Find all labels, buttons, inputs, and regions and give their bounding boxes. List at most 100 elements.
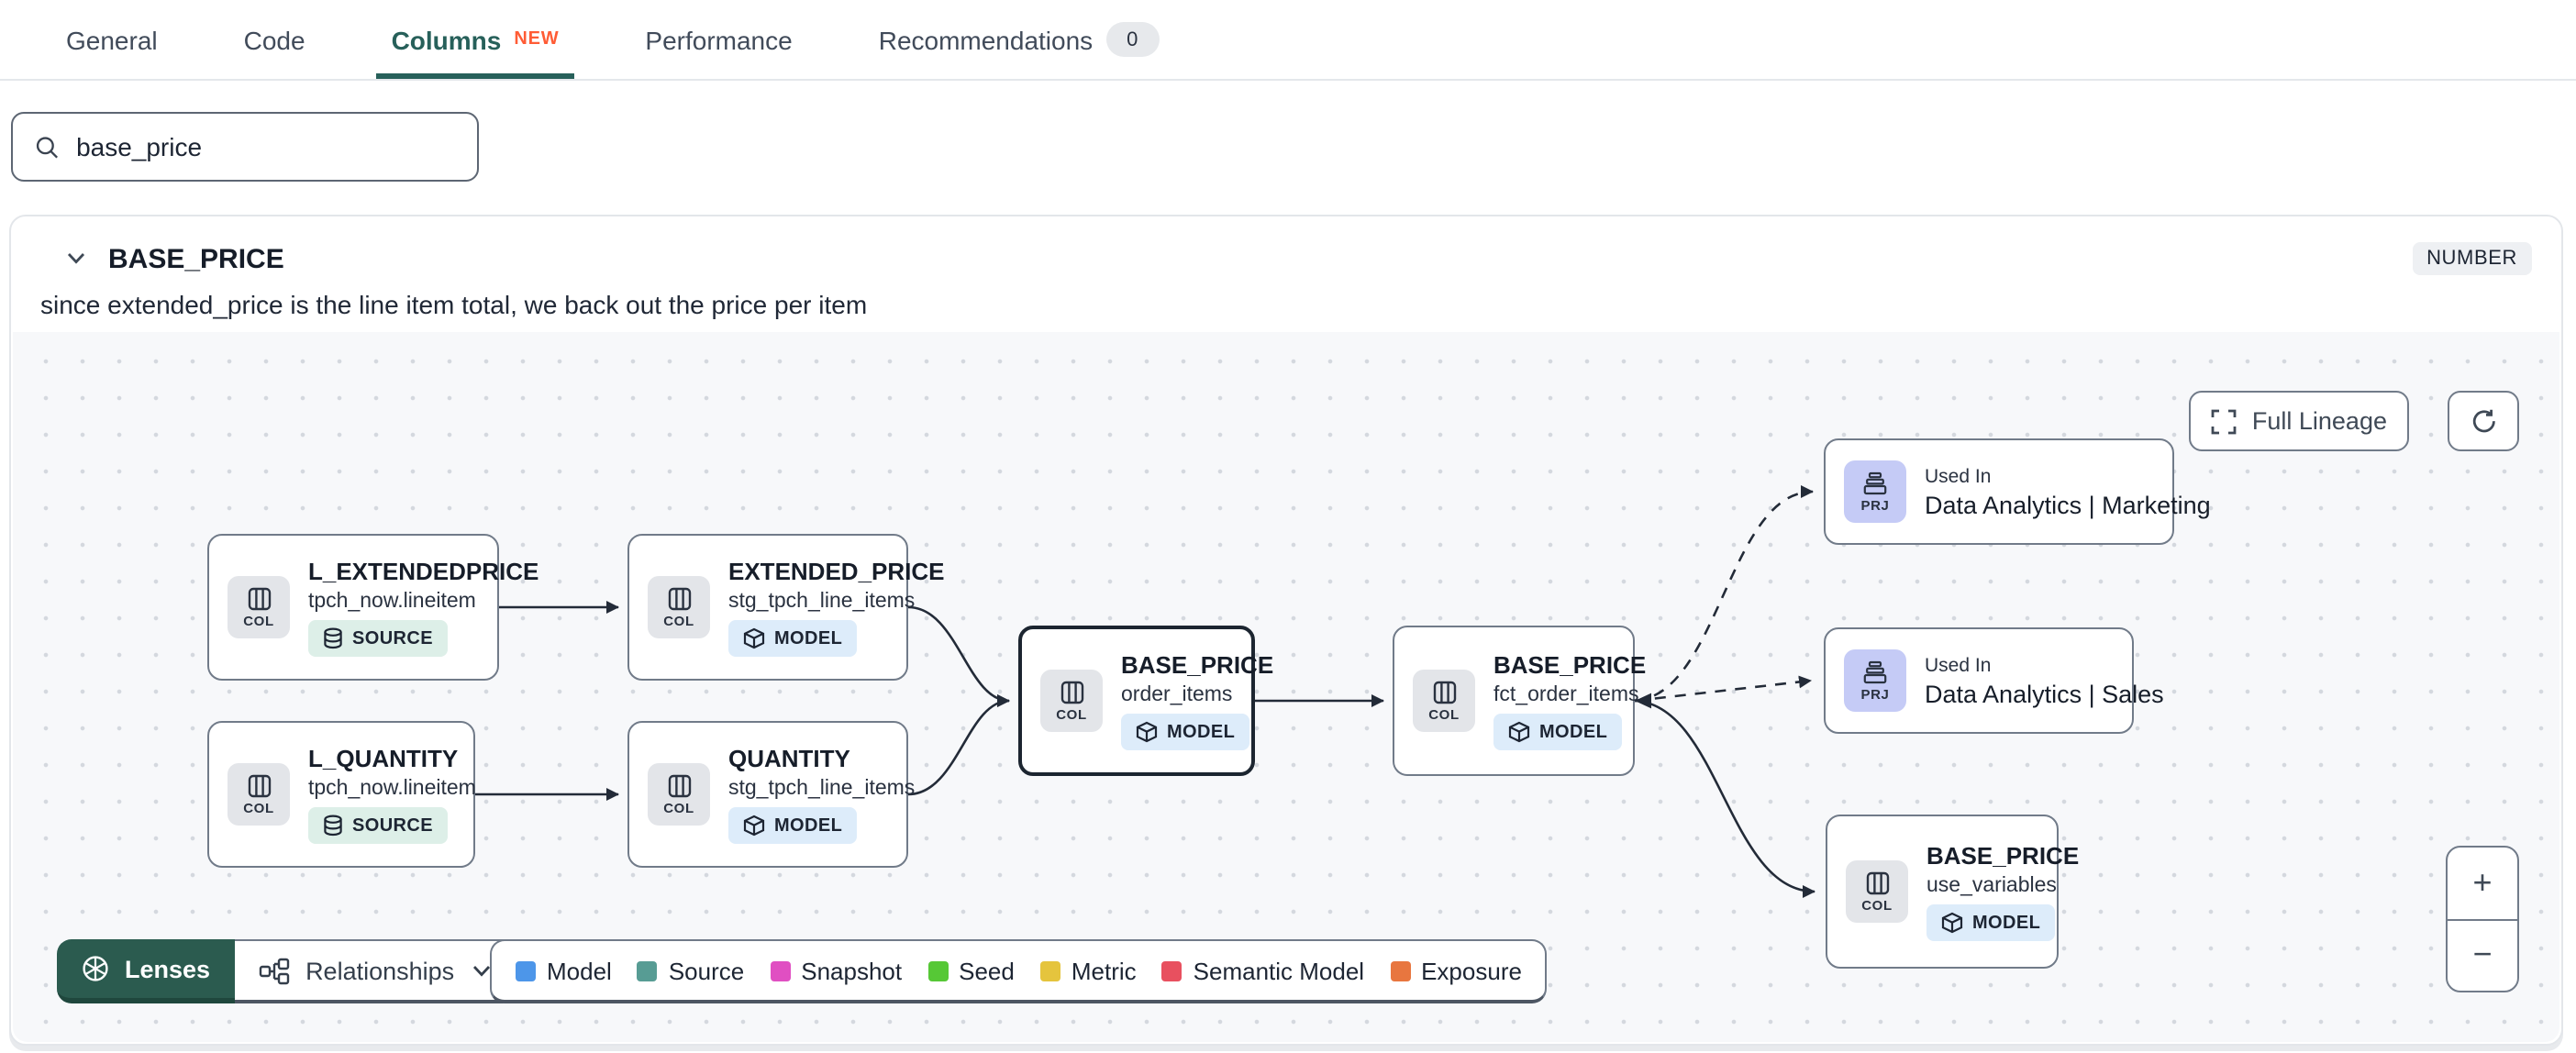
node-title: BASE_PRICE (1926, 842, 2080, 870)
columns-icon (667, 773, 691, 797)
model-badge: MODEL (728, 620, 858, 657)
relationships-label: Relationships (305, 957, 455, 984)
zoom-controls: + − (2446, 846, 2519, 992)
refresh-button[interactable] (2448, 391, 2519, 451)
tab-code[interactable]: Code (244, 0, 305, 79)
search-icon (36, 136, 59, 158)
column-kind-box: COL (1846, 860, 1908, 923)
kind-label: COL (663, 612, 694, 628)
model-badge: MODEL (728, 807, 858, 844)
aperture-icon (83, 956, 108, 981)
badge-label: SOURCE (352, 628, 433, 648)
refresh-icon (2471, 408, 2494, 432)
cube-icon (743, 815, 765, 837)
node-subtitle: tpch_now.lineitem (308, 778, 476, 800)
full-lineage-button[interactable]: Full Lineage (2189, 391, 2409, 451)
lineage-node-quantity[interactable]: COL QUANTITY stg_tpch_line_items MODEL (627, 721, 915, 868)
legend-label: Semantic Model (1193, 957, 1365, 984)
node-subtitle: order_items (1121, 684, 1233, 706)
node-title: EXTENDED_PRICE (728, 558, 945, 585)
node-title: L_EXTENDEDPRICE (308, 558, 539, 585)
node-title: Used In (1925, 654, 1992, 676)
lineage-node-base-price-use-variables[interactable]: COL BASE_PRICE use_variables MODEL (1826, 815, 2079, 969)
tab-recommendations[interactable]: Recommendations 0 (878, 0, 1160, 79)
expand-icon (2212, 408, 2237, 434)
tab-label: Performance (645, 25, 793, 54)
column-search[interactable] (11, 112, 479, 182)
lineage-legend: Model Source Snapshot Seed Metric (490, 939, 1548, 1003)
database-icon (324, 815, 342, 837)
relationships-dropdown[interactable]: Relationships (234, 939, 517, 1003)
model-badge: MODEL (1493, 714, 1623, 750)
archive-icon (1863, 471, 1887, 494)
legend-item-snapshot: Snapshot (770, 957, 902, 984)
tab-general[interactable]: General (66, 0, 158, 79)
tab-performance[interactable]: Performance (645, 0, 792, 79)
zoom-in-button[interactable]: + (2472, 863, 2493, 901)
tab-columns[interactable]: Columns NEW (376, 0, 575, 79)
columns-icon (667, 586, 691, 610)
column-kind-box: COL (648, 576, 710, 638)
kind-label: COL (1056, 705, 1087, 722)
column-kind-box: COL (1040, 670, 1103, 732)
column-type-badge: NUMBER (2412, 242, 2532, 275)
kind-label: PRJ (1860, 685, 1890, 702)
node-title: BASE_PRICE (1493, 651, 1647, 679)
legend-label: Exposure (1421, 957, 1522, 984)
node-subtitle: Data Analytics | Marketing (1925, 491, 2211, 518)
badge-label: MODEL (1972, 913, 2041, 933)
legend-swatch (770, 960, 791, 981)
lineage-canvas[interactable]: COL L_EXTENDEDPRICE tpch_now.lineitem SO… (13, 332, 2559, 1042)
search-input[interactable] (76, 132, 455, 161)
lineage-node-base-price-fct-order-items[interactable]: COL BASE_PRICE fct_order_items MODEL (1393, 626, 1646, 776)
lineage-node-used-in-sales[interactable]: PRJ Used In Data Analytics | Sales (1824, 627, 2164, 734)
legend-label: Snapshot (801, 957, 903, 984)
chevron-down-icon (472, 965, 490, 976)
chevron-down-icon[interactable] (66, 251, 86, 266)
legend-item-source: Source (637, 957, 745, 984)
legend-item-exposure: Exposure (1390, 957, 1522, 984)
tab-label: Columns (391, 25, 502, 54)
legend-item-model: Model (516, 957, 612, 984)
column-kind-box: COL (228, 576, 290, 638)
legend-item-semantic-model: Semantic Model (1161, 957, 1365, 984)
model-badge: MODEL (1121, 714, 1250, 750)
legend-label: Seed (959, 957, 1015, 984)
columns-icon (1432, 680, 1456, 704)
tab-label: Recommendations (878, 25, 1094, 54)
lineage-node-l-quantity[interactable]: COL L_QUANTITY tpch_now.lineitem SOURCE (207, 721, 476, 868)
kind-label: COL (243, 612, 274, 628)
lenses-button[interactable]: Lenses (57, 939, 235, 1003)
kind-label: COL (1861, 896, 1893, 913)
node-title: L_QUANTITY (308, 745, 459, 772)
legend-label: Source (668, 957, 745, 984)
lineage-node-used-in-marketing[interactable]: PRJ Used In Data Analytics | Marketing (1824, 438, 2211, 545)
source-badge: SOURCE (308, 807, 448, 844)
kind-label: PRJ (1860, 496, 1890, 513)
full-lineage-label: Full Lineage (2251, 407, 2387, 435)
column-kind-box: COL (648, 763, 710, 826)
column-kind-box: COL (1413, 670, 1475, 732)
legend-swatch (927, 960, 949, 981)
lineage-node-extended-price[interactable]: COL EXTENDED_PRICE stg_tpch_line_items M… (627, 534, 945, 681)
database-icon (324, 627, 342, 649)
project-kind-box: PRJ (1844, 460, 1906, 523)
zoom-out-button[interactable]: − (2448, 918, 2517, 991)
lineage-node-base-price-order-items[interactable]: COL BASE_PRICE order_items MODEL (1018, 626, 1273, 776)
legend-swatch (637, 960, 658, 981)
legend-swatch (516, 960, 536, 981)
project-kind-box: PRJ (1844, 649, 1906, 712)
badge-label: MODEL (1539, 722, 1608, 742)
cube-icon (1136, 721, 1158, 743)
node-subtitle: stg_tpch_line_items (728, 778, 916, 800)
node-subtitle: fct_order_items (1493, 684, 1639, 706)
relationships-icon (258, 957, 289, 984)
model-badge: MODEL (1926, 904, 2056, 941)
columns-icon (247, 586, 271, 610)
lineage-node-l-extendedprice[interactable]: COL L_EXTENDEDPRICE tpch_now.lineitem SO… (207, 534, 539, 681)
legend-label: Metric (1071, 957, 1137, 984)
node-subtitle: tpch_now.lineitem (308, 591, 476, 613)
columns-icon (1865, 870, 1889, 894)
kind-label: COL (1428, 705, 1460, 722)
columns-icon (1060, 680, 1083, 704)
